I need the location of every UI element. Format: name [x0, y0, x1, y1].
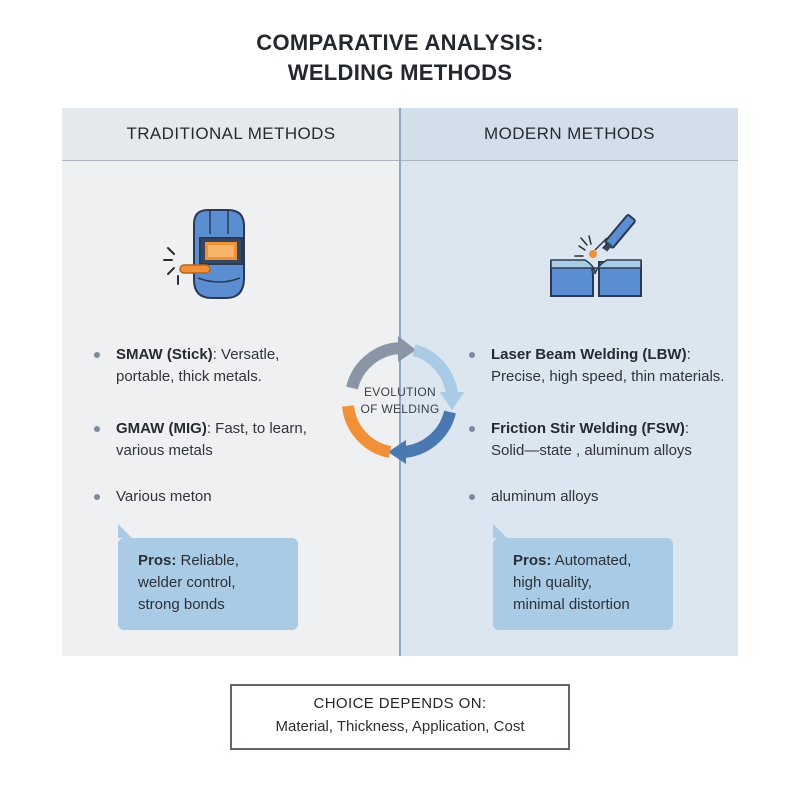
- modern-methods-heading: MODERN METHODS: [401, 108, 738, 161]
- bullet-fsw-colon: :: [684, 420, 690, 437]
- bullet-dot: [469, 494, 475, 500]
- traditional-methods-heading: TRADITIONAL METHODS: [62, 108, 400, 161]
- bullet-various: Various meton: [94, 486, 212, 508]
- pros-line-1: Reliable,: [176, 552, 239, 569]
- traditional-pros-box: Pros: Reliable, welder control, strong b…: [118, 524, 298, 630]
- bullet-dot: [469, 426, 475, 432]
- modern-pros-box: Pros: Automated, high quality, minimal d…: [493, 524, 673, 630]
- traditional-methods-panel: TRADITIONAL METHODS SMAW (Stick): Versat…: [62, 108, 400, 656]
- title-line-1: COMPARATIVE ANALYSIS:: [256, 30, 544, 55]
- bullet-fsw-line2: Solid—state , aluminum alloys: [491, 442, 692, 459]
- pros-line-1: Automated,: [551, 552, 632, 569]
- bullet-smaw-title: SMAW (Stick): [116, 346, 213, 363]
- bullet-smaw: SMAW (Stick): Versatle, portable, thick …: [94, 344, 280, 388]
- cycle-arrows-icon: [330, 330, 470, 470]
- bullet-gmaw-title: GMAW (MIG): [116, 420, 207, 437]
- bullet-dot: [469, 352, 475, 358]
- cycle-label-line-1: EVOLUTION: [363, 385, 437, 399]
- bullet-lbw-line2: Precise, high speed, thin materials.: [491, 368, 725, 385]
- choice-criteria: Material, Thickness, Application, Cost: [275, 718, 525, 735]
- bullet-fsw-title: Friction Stir Welding (FSW): [491, 420, 685, 437]
- pros-label: Pros:: [138, 552, 177, 569]
- bullet-aluminum: aluminum alloys: [469, 486, 599, 508]
- bullet-smaw-text: : Versatle,: [212, 346, 280, 363]
- pros-line-2: high quality,: [513, 574, 592, 591]
- cycle-label-line-2: OF WELDING: [360, 402, 440, 416]
- pros-line-3: minimal distortion: [513, 596, 630, 613]
- bullet-gmaw-line2: various metals: [116, 442, 213, 459]
- title-line-2: WELDING METHODS: [287, 60, 513, 85]
- bullet-dot: [94, 352, 100, 358]
- page-title: COMPARATIVE ANALYSIS: WELDING METHODS: [0, 28, 800, 88]
- bullet-smaw-line2: portable, thick metals.: [116, 368, 262, 385]
- laser-welding-icon: [545, 204, 655, 309]
- panel-divider: [399, 108, 401, 656]
- cycle-label: EVOLUTION OF WELDING: [330, 384, 470, 418]
- bullet-fsw: Friction Stir Welding (FSW): Solid—state…: [469, 418, 692, 462]
- pros-line-3: strong bonds: [138, 596, 225, 613]
- modern-methods-panel: MODERN METHODS L: [401, 108, 738, 656]
- choice-heading: CHOICE DEPENDS ON:: [313, 695, 487, 712]
- bullet-dot: [94, 494, 100, 500]
- pros-label: Pros:: [513, 552, 552, 569]
- bullet-lbw: Laser Beam Welding (LBW): Precise, high …: [469, 344, 725, 388]
- welding-helmet-icon: [158, 204, 288, 319]
- bullet-lbw-title: Laser Beam Welding (LBW): [491, 346, 687, 363]
- bullet-various-text: Various meton: [116, 488, 212, 505]
- choice-box: CHOICE DEPENDS ON: Material, Thickness, …: [230, 684, 570, 750]
- bullet-dot: [94, 426, 100, 432]
- bullet-gmaw-text: : Fast, to learn,: [206, 420, 307, 437]
- bullet-gmaw: GMAW (MIG): Fast, to learn, various meta…: [94, 418, 307, 462]
- bullet-aluminum-text: aluminum alloys: [491, 488, 599, 505]
- pros-line-2: welder control,: [138, 574, 236, 591]
- bullet-lbw-colon: :: [686, 346, 691, 363]
